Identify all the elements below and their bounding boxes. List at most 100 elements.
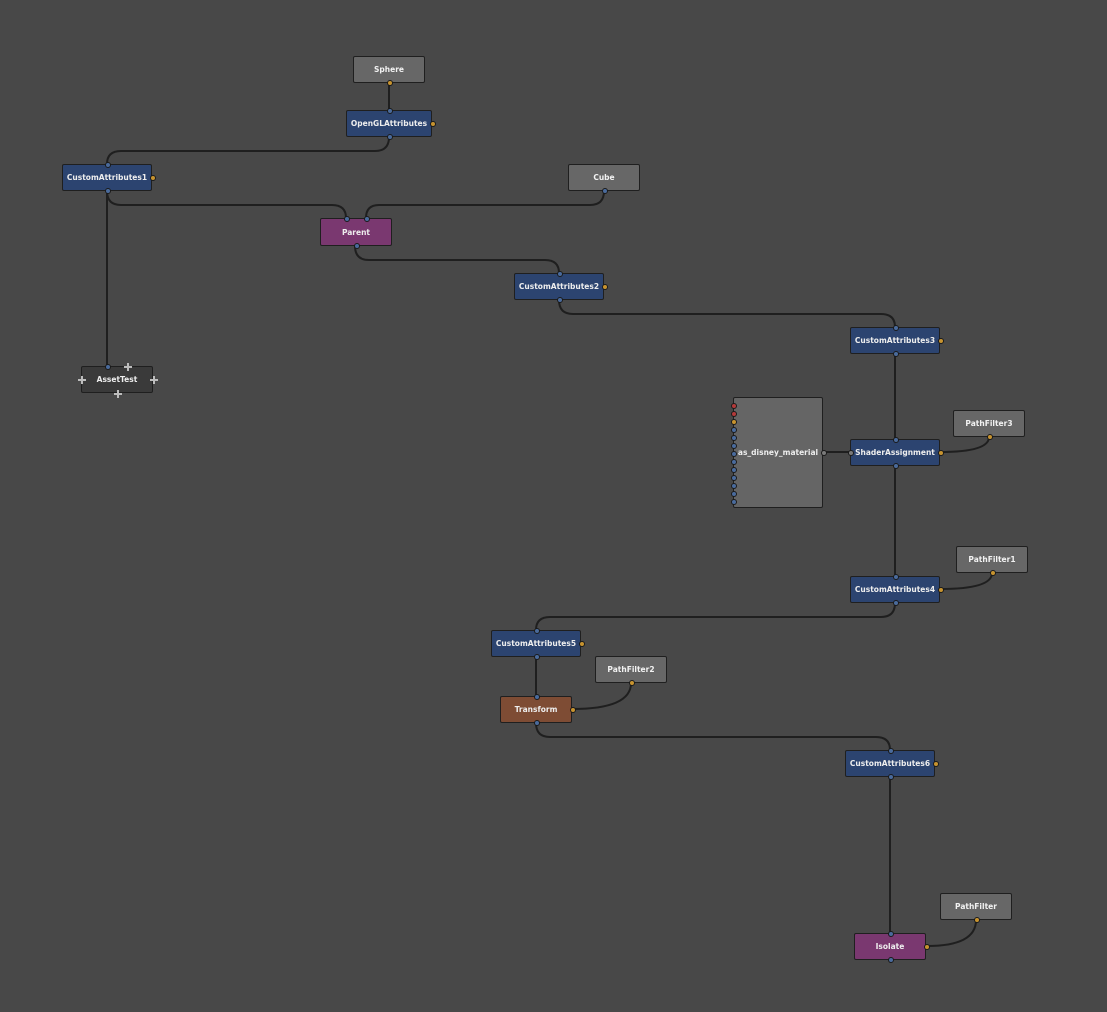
- node-custom-attributes-2[interactable]: CustomAttributes2: [514, 271, 608, 303]
- output-port[interactable]: [990, 570, 996, 576]
- node-label: CustomAttributes5: [495, 639, 577, 648]
- side-output-port[interactable]: [938, 587, 944, 593]
- node-label: CustomAttributes2: [518, 282, 600, 291]
- output-port[interactable]: [987, 434, 993, 440]
- input-port[interactable]: [731, 451, 737, 457]
- input-port[interactable]: [731, 403, 737, 409]
- side-output-port[interactable]: [938, 450, 944, 456]
- output-port[interactable]: [893, 351, 899, 357]
- node-custom-attributes-4[interactable]: CustomAttributes4: [850, 574, 944, 606]
- input-port[interactable]: [731, 491, 737, 497]
- node-path-filter[interactable]: PathFilter: [940, 893, 1012, 923]
- node-path-filter-1[interactable]: PathFilter1: [956, 546, 1028, 576]
- plus-icon[interactable]: [124, 363, 132, 371]
- wire-pf2-transform: [571, 682, 632, 710]
- input-port[interactable]: [731, 443, 737, 449]
- plus-icon[interactable]: [114, 390, 122, 398]
- node-label: CustomAttributes6: [849, 759, 931, 768]
- output-port[interactable]: [534, 654, 540, 660]
- node-label: PathFilter: [955, 902, 997, 911]
- output-port[interactable]: [629, 680, 635, 686]
- input-port[interactable]: [534, 694, 540, 700]
- input-port[interactable]: [731, 427, 737, 433]
- input-port[interactable]: [893, 437, 899, 443]
- node-label: PathFilter1: [968, 555, 1016, 564]
- output-port[interactable]: [974, 917, 980, 923]
- node-custom-attributes-1[interactable]: CustomAttributes1: [62, 162, 156, 194]
- output-port[interactable]: [821, 450, 827, 456]
- shader-input-port[interactable]: [848, 450, 854, 456]
- output-port[interactable]: [888, 774, 894, 780]
- node-path-filter-3[interactable]: PathFilter3: [953, 410, 1025, 440]
- node-isolate[interactable]: Isolate: [854, 931, 930, 963]
- node-custom-attributes-3[interactable]: CustomAttributes3: [850, 325, 944, 357]
- node-path-filter-2[interactable]: PathFilter2: [595, 656, 667, 686]
- node-custom-attributes-5[interactable]: CustomAttributes5: [491, 628, 585, 660]
- node-label: PathFilter2: [607, 665, 655, 674]
- node-shader-assignment[interactable]: ShaderAssignment: [848, 437, 944, 469]
- wire-ca4-ca5: [535, 602, 896, 631]
- input-port[interactable]: [731, 499, 737, 505]
- output-port[interactable]: [893, 463, 899, 469]
- input-port[interactable]: [731, 475, 737, 481]
- input-port[interactable]: [731, 459, 737, 465]
- input-port[interactable]: [731, 483, 737, 489]
- side-output-port[interactable]: [602, 284, 608, 290]
- side-output-port[interactable]: [924, 944, 930, 950]
- node-cube[interactable]: Cube: [568, 164, 640, 194]
- side-output-port[interactable]: [933, 761, 939, 767]
- node-label: Transform: [514, 705, 558, 714]
- node-label: Isolate: [875, 942, 905, 951]
- input-port[interactable]: [105, 162, 111, 168]
- node-asset-test[interactable]: AssetTest: [78, 363, 158, 398]
- wire-pathfilter-isolate: [926, 919, 977, 947]
- plus-icon[interactable]: [78, 376, 86, 384]
- input-port-1[interactable]: [344, 216, 350, 222]
- input-port[interactable]: [557, 271, 563, 277]
- input-port[interactable]: [731, 435, 737, 441]
- node-parent[interactable]: Parent: [320, 216, 392, 249]
- node-label: Cube: [593, 173, 615, 182]
- output-port[interactable]: [888, 957, 894, 963]
- side-output-port[interactable]: [430, 121, 436, 127]
- side-output-port[interactable]: [938, 338, 944, 344]
- input-port[interactable]: [893, 574, 899, 580]
- input-port[interactable]: [893, 325, 899, 331]
- wire-cube-parent: [365, 190, 605, 219]
- node-disney-material[interactable]: as_disney_material: [731, 397, 827, 508]
- input-port[interactable]: [731, 467, 737, 473]
- output-port[interactable]: [534, 720, 540, 726]
- side-output-port[interactable]: [579, 641, 585, 647]
- output-port[interactable]: [893, 600, 899, 606]
- node-label: PathFilter3: [965, 419, 1013, 428]
- input-port[interactable]: [888, 748, 894, 754]
- output-port[interactable]: [387, 134, 393, 140]
- input-port-2[interactable]: [364, 216, 370, 222]
- input-port[interactable]: [105, 364, 111, 370]
- node-transform[interactable]: Transform: [500, 694, 576, 726]
- output-port[interactable]: [105, 188, 111, 194]
- input-port[interactable]: [731, 419, 737, 425]
- input-port[interactable]: [387, 108, 393, 114]
- wire-parent-ca2: [354, 245, 560, 274]
- plus-icon[interactable]: [150, 376, 158, 384]
- output-port[interactable]: [557, 297, 563, 303]
- node-custom-attributes-6[interactable]: CustomAttributes6: [845, 748, 939, 780]
- output-port[interactable]: [354, 243, 360, 249]
- node-sphere[interactable]: Sphere: [353, 56, 425, 86]
- input-port[interactable]: [888, 931, 894, 937]
- node-opengl-attributes[interactable]: OpenGLAttributes: [346, 108, 436, 140]
- node-label: AssetTest: [96, 375, 138, 384]
- side-output-port[interactable]: [570, 707, 576, 713]
- wire-ca2-ca3: [558, 299, 896, 328]
- input-port[interactable]: [534, 628, 540, 634]
- output-port[interactable]: [602, 188, 608, 194]
- wire-pf3-shaderassign: [939, 436, 990, 453]
- wire-ca1-parent: [106, 190, 347, 219]
- side-output-port[interactable]: [150, 175, 156, 181]
- node-label: ShaderAssignment: [855, 448, 935, 457]
- input-port[interactable]: [731, 411, 737, 417]
- output-port[interactable]: [387, 80, 393, 86]
